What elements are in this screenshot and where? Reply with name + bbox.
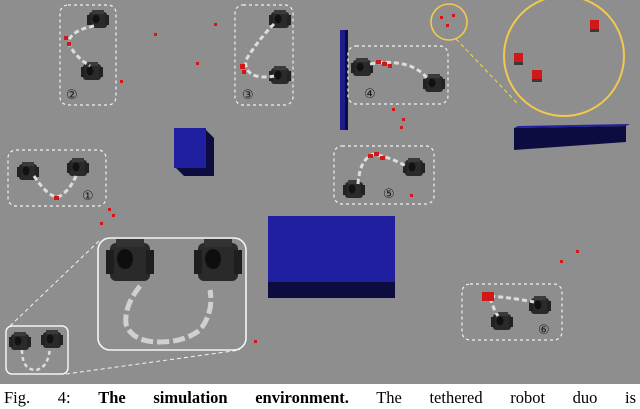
- robot-pair-4: ④: [347, 45, 449, 105]
- robot-pair-3: ③: [234, 4, 294, 106]
- pair-label-2: ②: [66, 88, 78, 103]
- obstacle-wall-vertical: [340, 30, 348, 130]
- simulation-scene: ① ② ③: [5, 0, 630, 375]
- obstacle-cube-small: [174, 128, 214, 176]
- robot-pair-2: ②: [59, 4, 117, 106]
- obstacle-wall-horizontal: [514, 124, 630, 150]
- pair-label-3: ③: [242, 88, 254, 103]
- pair-label-6: ⑥: [538, 323, 550, 338]
- pair-label-5: ⑤: [383, 187, 395, 202]
- pair-label-4: ④: [364, 87, 376, 102]
- debris-zoom-callout: [430, 0, 625, 117]
- figure-caption: Fig. 4: The simulation environment. The …: [4, 388, 636, 408]
- caption-title: The simulation environment.: [98, 388, 349, 407]
- obstacle-box-large: [268, 216, 395, 298]
- robot-pair-5: ⑤: [333, 145, 435, 205]
- robot-pair-zoom-callout: [5, 237, 247, 375]
- robot-pair-6: ⑥: [461, 283, 563, 341]
- caption-text: The tethered robot duo is: [376, 388, 637, 407]
- robot-pair-1: ①: [7, 149, 107, 207]
- caption-prefix: Fig. 4:: [4, 388, 71, 407]
- debris-particles: [100, 14, 579, 343]
- simulation-environment-render: ① ② ③: [0, 0, 640, 384]
- pair-label-1: ①: [82, 189, 94, 204]
